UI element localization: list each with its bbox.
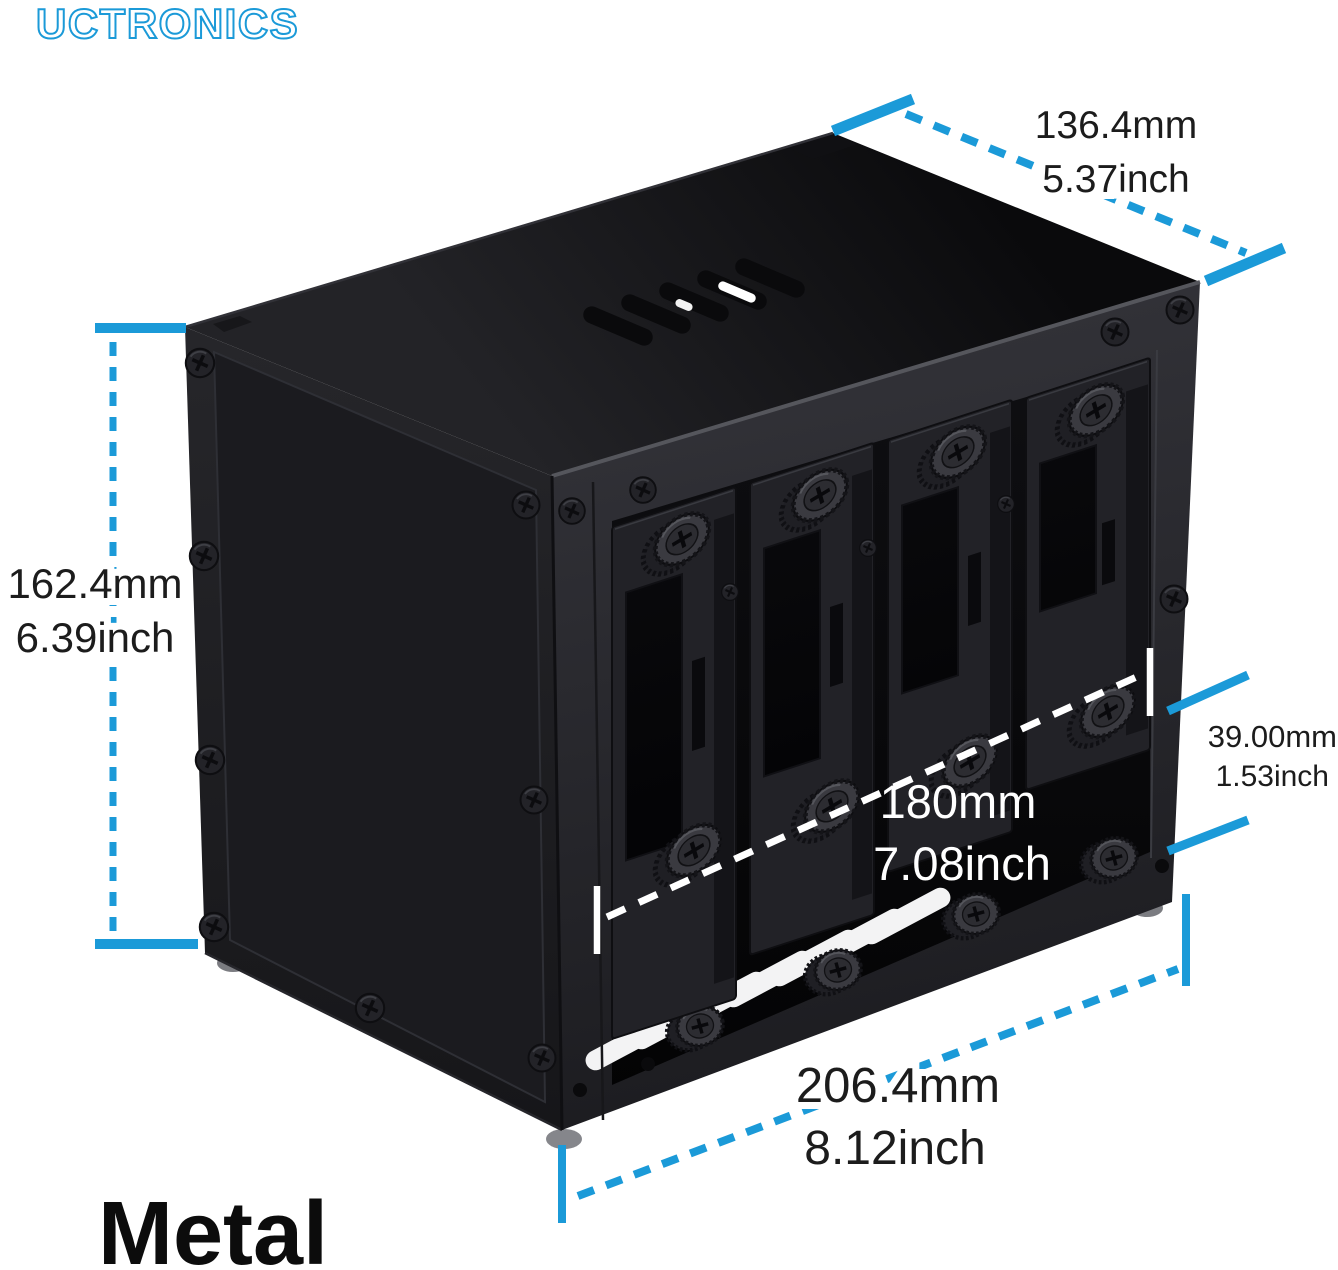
front-top-edge-highlight xyxy=(551,280,1201,478)
top-left-tab xyxy=(213,316,252,332)
front-open-interior xyxy=(612,360,1150,1085)
sled-window-3 xyxy=(901,485,959,695)
drive-bay-sled-3 xyxy=(887,399,1013,873)
top-rear-tab xyxy=(788,134,858,159)
top-vent-slots xyxy=(583,258,805,346)
dim-front-width-inch: 7.08inch xyxy=(873,837,1051,890)
product-rendering xyxy=(184,131,1201,1149)
sled-window-1 xyxy=(625,572,683,862)
dim-top-depth-inch: 5.37inch xyxy=(1042,158,1189,201)
dim-height-inch: 6.39inch xyxy=(16,614,175,661)
side-panel-inset xyxy=(212,350,547,1104)
dim-base-width-mm: 206.4mm xyxy=(796,1059,1000,1113)
dimension-base-width: 206.4mm 8.12inch xyxy=(558,894,1190,1223)
drive-bay-sled-1 xyxy=(611,486,737,1040)
sled-window-4 xyxy=(1039,443,1097,613)
material-label: Metal xyxy=(98,1184,328,1270)
dimension-height: 162.4mm 6.39inch xyxy=(0,323,198,949)
dim-base-width-inch: 8.12inch xyxy=(804,1122,985,1175)
dimension-top-depth: 136.4mm 5.37inch xyxy=(830,93,1287,287)
bottom-rail-holes xyxy=(573,859,1169,1097)
case-top-face xyxy=(184,131,1200,476)
dimension-front-width: 180mm 7.08inch xyxy=(593,648,1154,954)
brand-logo: UCTRONICS xyxy=(36,0,299,47)
case-front-face xyxy=(550,280,1201,1131)
dimension-bay-opening: 39.00mm 1.53inch xyxy=(1166,670,1338,856)
drive-bay-sled-4 xyxy=(1025,357,1151,791)
dim-bay-opening-mm: 39.00mm xyxy=(1208,719,1337,754)
sled-window-2 xyxy=(763,528,821,778)
dim-top-depth-mm: 136.4mm xyxy=(1035,104,1198,147)
drive-bay-sled-2 xyxy=(749,442,875,956)
dim-height-mm: 162.4mm xyxy=(7,560,182,607)
dim-front-width-mm: 180mm xyxy=(880,775,1037,828)
case-left-side-panel xyxy=(184,327,563,1132)
dim-bay-opening-inch: 1.53inch xyxy=(1216,760,1329,793)
